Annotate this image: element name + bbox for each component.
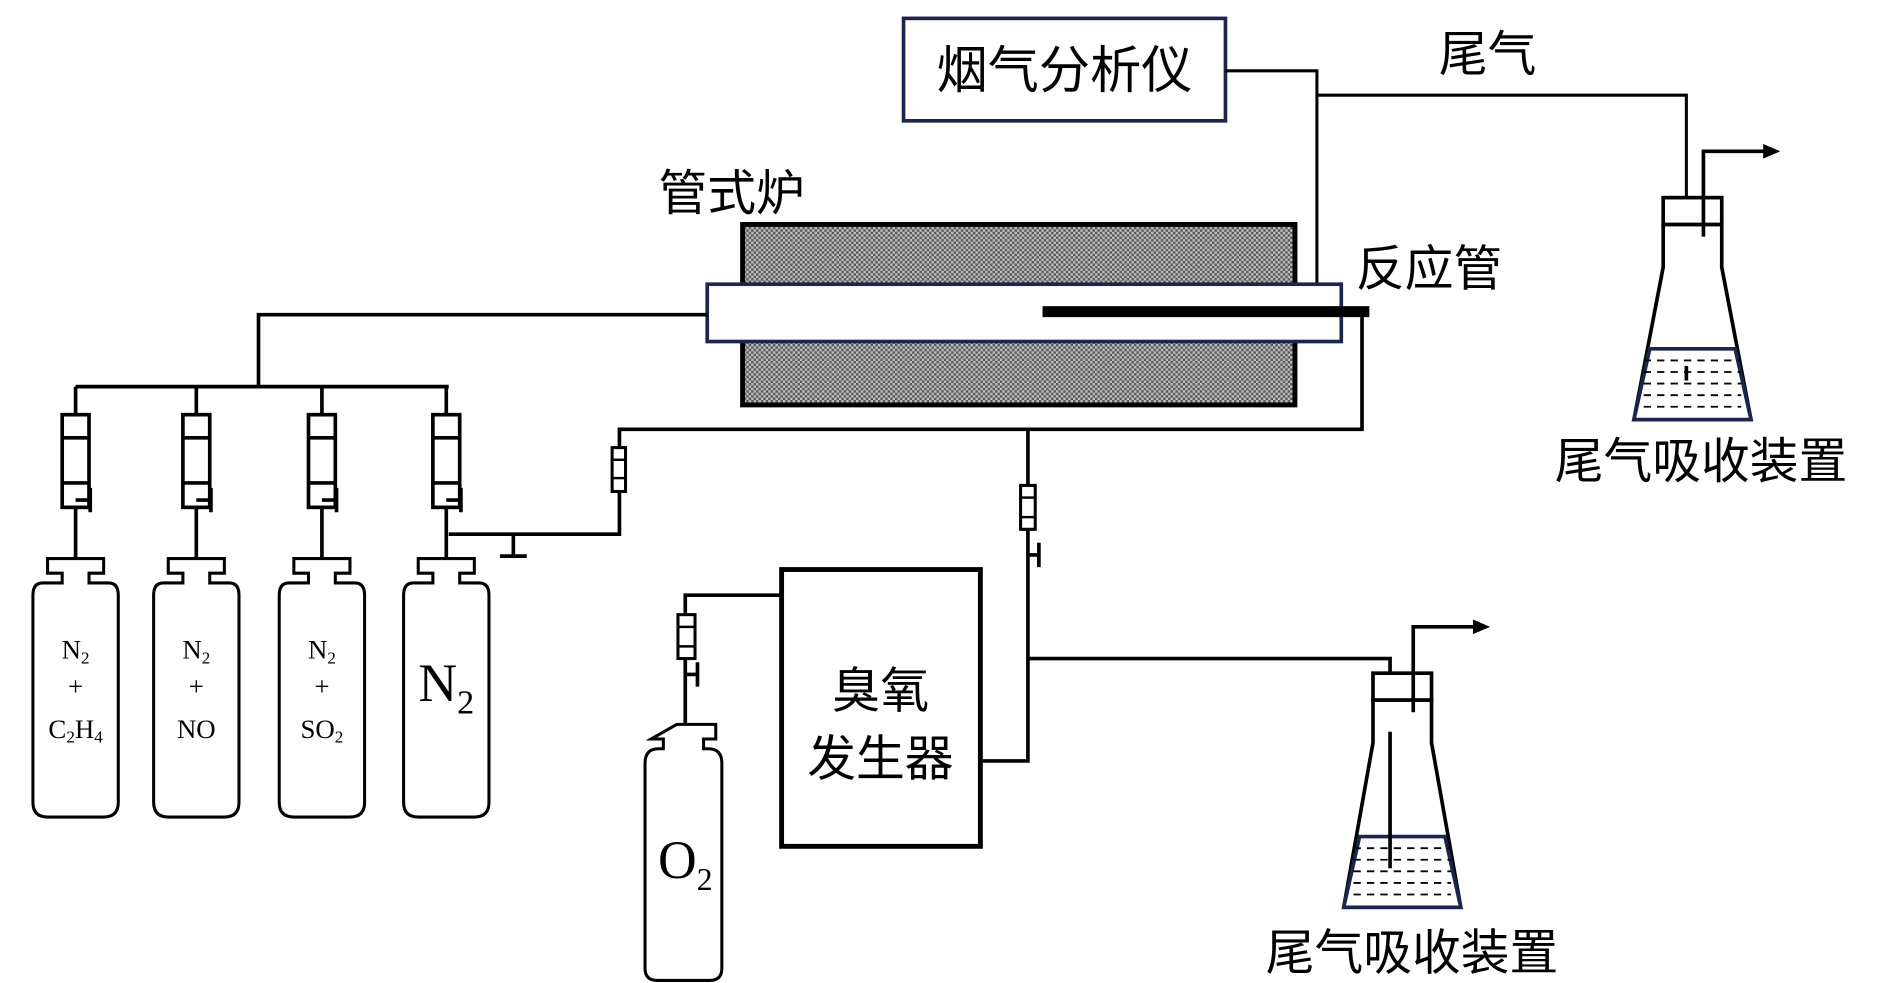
ozone-generator-label-2: 发生器 [807, 731, 953, 788]
reaction-tube-label: 反应管 [1356, 240, 1502, 297]
valve-icon [321, 487, 339, 513]
flue-gas-analyzer-label: 烟气分析仪 [936, 41, 1192, 101]
ozone-valve [1027, 542, 1041, 568]
cylinder-label-plus: + [314, 671, 329, 701]
reaction-tube [705, 282, 1370, 344]
valve-icon [75, 487, 93, 513]
exhaust-label: 尾气 [1439, 26, 1537, 83]
inlet-manifold [75, 312, 708, 389]
bypass-flowmeter [610, 446, 628, 494]
ozone-flowmeter [1019, 483, 1037, 531]
cylinder-body [31, 557, 120, 819]
gas-cylinder: N2 [402, 386, 491, 819]
cylinder-label-plus: + [68, 671, 83, 701]
valve-icon [196, 487, 213, 513]
exhaust-absorber-top [1631, 143, 1781, 422]
cylinder-label-n2: N2 [62, 635, 90, 668]
flowmeter [306, 412, 338, 510]
gas-cylinder: N2+ NO [152, 386, 241, 819]
bypass-pipe [448, 317, 1364, 537]
flowmeter [181, 412, 212, 510]
absorber-bottom-label: 尾气吸收装置 [1266, 924, 1559, 981]
o2-cylinder-label: O2 [658, 830, 713, 897]
absorbent-liquid [1341, 834, 1464, 910]
valve-icon [446, 487, 463, 513]
cylinder-label-plus: + [189, 671, 204, 701]
cylinder-label-n2: N2 [308, 635, 336, 668]
o2-cylinder: O2 [643, 722, 724, 982]
cylinder-body [277, 557, 367, 819]
absorber-top-label: 尾气吸收装置 [1555, 433, 1848, 490]
cylinder-label-gas: SO2 [301, 714, 344, 747]
cylinder-label-gas: NO [177, 714, 216, 744]
flowmeter [431, 412, 462, 510]
gas-cylinder: N2+ SO2 [277, 386, 367, 819]
cylinder-body [152, 557, 241, 819]
absorbent-liquid [1631, 347, 1754, 422]
tube-furnace-label: 管式炉 [658, 165, 804, 222]
bypass-valve [499, 534, 527, 558]
gas-cylinder: N2+ C2H4 [31, 386, 120, 819]
exhaust-pipe-top [1316, 93, 1688, 366]
cylinder-label-n2: N2 [182, 635, 210, 668]
outlet-arrow-icon [1472, 619, 1491, 635]
ozone-generator: 臭氧 发生器 [779, 567, 983, 849]
outlet-arrow-icon [1763, 143, 1781, 159]
analyzer-pipe [1225, 69, 1319, 283]
o2-flowmeter [676, 613, 697, 661]
sample-rod [1042, 306, 1370, 318]
o2-valve [685, 662, 700, 687]
o2-line [683, 593, 782, 725]
exhaust-absorber-bottom [1341, 619, 1491, 910]
flue-gas-analyzer: 烟气分析仪 [901, 16, 1228, 123]
cylinder-label-n2: N2 [418, 653, 474, 721]
ozone-line [982, 429, 1030, 763]
exhaust-pipe-bottom [1027, 656, 1392, 732]
cylinder-body [402, 557, 491, 819]
flowmeter [60, 412, 91, 510]
cylinder-label-gas: C2H4 [48, 714, 103, 747]
ozone-generator-label-1: 臭氧 [832, 662, 930, 719]
